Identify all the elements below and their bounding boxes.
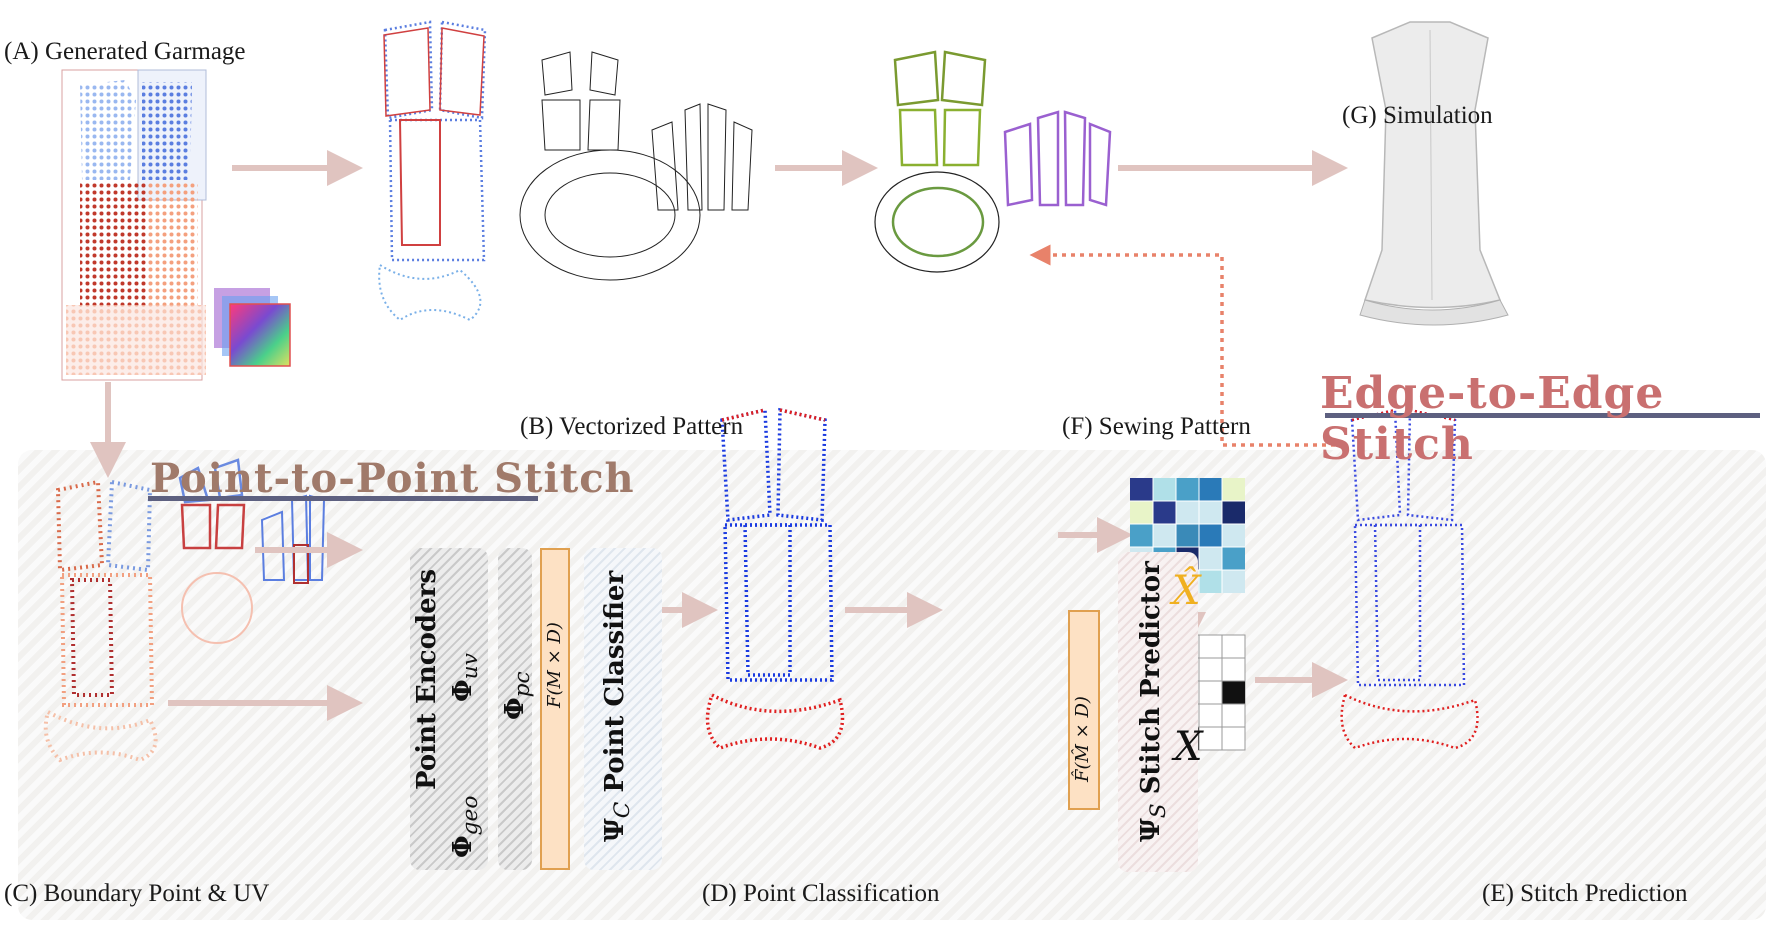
top-row-arrows (90, 150, 1348, 478)
stitch-prediction-figure (1340, 408, 1479, 750)
phi-pc-label: Φpc (500, 671, 536, 720)
phi-pc-box (498, 548, 532, 870)
label-a: (A) Generated Garmage (4, 38, 246, 65)
phi-uv-label: Φuv (448, 653, 484, 702)
point-to-point-title: Point-to-Point Stitch (150, 455, 635, 502)
label-e: (E) Stitch Prediction (1482, 880, 1688, 907)
x-hat-symbol: X̂ (1172, 568, 1201, 614)
stitch-predictor-label: ΨS Stitch Predictor (1136, 561, 1172, 842)
x-symbol: X (1174, 724, 1203, 770)
simulated-dress-figure (1359, 21, 1509, 326)
edge-stitch-underline (1325, 413, 1760, 418)
point-encoders-box (410, 548, 488, 870)
garmage-figure (61, 69, 291, 381)
feature-c-label: F(M × D) (544, 622, 565, 708)
boundary-points-figure (43, 458, 326, 763)
feature-c-box (540, 548, 570, 870)
label-f: (F) Sewing Pattern (1062, 413, 1251, 440)
point-classifier-label: ΨC Point Classifier (600, 570, 636, 842)
label-b: (B) Vectorized Pattern (520, 413, 744, 440)
feature-s-box (1068, 610, 1100, 810)
sewing-pattern-figure (874, 50, 1112, 273)
edge-stitch-feedback-arrow (1029, 244, 1335, 447)
point-classifier-box (584, 548, 662, 870)
stitch-predictor-box (1118, 552, 1198, 872)
vectorized-pattern-figure (378, 20, 753, 322)
phi-geo-label: Φgeo (448, 795, 484, 858)
feature-s-label: F̂(M̂ × D) (1072, 696, 1093, 782)
point-encoders-label: Point Encoders (412, 569, 442, 790)
point-classification-figure (705, 407, 845, 751)
label-g: (G) Simulation (1342, 102, 1493, 129)
point-stitch-underline (148, 496, 538, 501)
label-d: (D) Point Classification (702, 880, 940, 907)
label-c: (C) Boundary Point & UV (4, 880, 270, 907)
edge-to-edge-title: Edge-to-Edge Stitch (1320, 368, 1665, 470)
